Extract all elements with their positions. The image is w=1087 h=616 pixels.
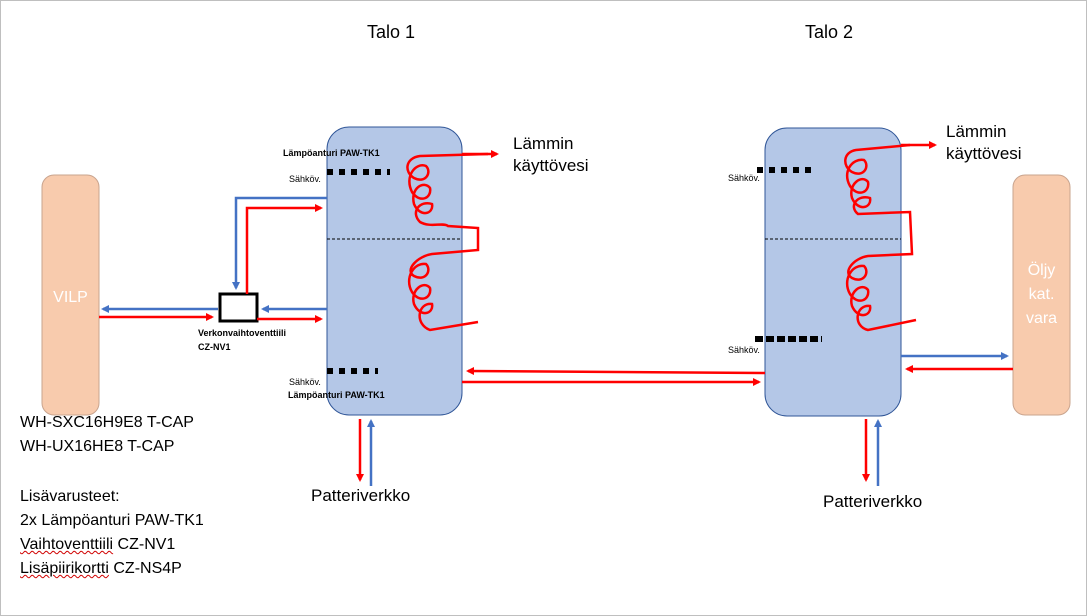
hot-water-line2: käyttövesi <box>513 156 589 175</box>
oil-boiler-label: Öljy kat. vara <box>1013 259 1070 331</box>
sensor-label-top: Lämpöanturi PAW-TK1 <box>283 148 380 158</box>
valve-label: Verkonvaihtoventtiili CZ-NV1 <box>198 326 286 354</box>
accessory-word: Vaihtoventtiili <box>20 536 114 553</box>
valve-label-line2: CZ-NV1 <box>198 342 231 352</box>
hot-water-label-house1: Lämmin käyttövesi <box>513 133 589 177</box>
heater-label-tank2-top: Sähköv. <box>728 173 760 183</box>
model-list: WH-SXC16H9E8 T-CAP WH-UX16HE8 T-CAP <box>20 411 194 459</box>
heater-label-tank2-bottom: Sähköv. <box>728 345 760 355</box>
vilp-unit <box>41 174 100 416</box>
sensor-label-bottom: Lämpöanturi PAW-TK1 <box>288 390 385 400</box>
model-outdoor: WH-UX16HE8 T-CAP <box>20 438 175 455</box>
hot-water-line1: Lämmin <box>513 134 574 153</box>
coil-tank-2 <box>844 143 917 332</box>
tank2-to-tank1-pipe <box>466 367 766 376</box>
oil-boiler-unit <box>1012 174 1071 416</box>
accessory-word: Lisäpiirikortti <box>20 560 109 577</box>
house-1-title: Talo 1 <box>367 22 416 42</box>
accessory-item: Lisäpiirikortti CZ-NS4P <box>20 557 204 581</box>
accessory-item: 2x Lämpöanturi PAW-TK1 <box>20 512 204 529</box>
radiator-network-label-house1: Patteriverkko <box>311 486 411 505</box>
vilp-label: VILP <box>53 289 88 306</box>
oil-label-line3: vara <box>1025 310 1058 327</box>
tank1-top-return <box>232 196 327 290</box>
valve-label-line1: Verkonvaihtoventtiili <box>198 328 287 338</box>
hot-water-line1: Lämmin <box>946 122 1007 141</box>
radiator-network-label-house2: Patteriverkko <box>823 492 923 511</box>
accessory-rest: CZ-NV1 <box>113 536 176 553</box>
valve-to-tank1-top <box>245 204 323 294</box>
accessory-item: Vaihtoventtiili CZ-NV1 <box>20 533 204 557</box>
heater-label-tank1-top: Sähköv. <box>289 174 321 184</box>
oil-label-line1: Öljy <box>1027 262 1056 279</box>
accessories-list: Lisävarusteet: 2x Lämpöanturi PAW-TK1 Va… <box>20 485 204 581</box>
model-indoor: WH-SXC16H9E8 T-CAP <box>20 414 194 431</box>
oil-label-line2: kat. <box>1028 286 1055 303</box>
coil-tank-1 <box>406 152 489 332</box>
hot-water-label-house2: Lämmin käyttövesi <box>946 121 1022 165</box>
house-2-title: Talo 2 <box>805 22 854 42</box>
diverter-valve <box>218 292 259 323</box>
tank-house-1 <box>326 126 463 416</box>
tank-house-2 <box>764 127 902 417</box>
accessories-heading: Lisävarusteet: <box>20 488 120 505</box>
accessory-rest: CZ-NS4P <box>108 560 182 577</box>
heater-label-tank1-bottom: Sähköv. <box>289 377 321 387</box>
hot-water-line2: käyttövesi <box>946 144 1022 163</box>
